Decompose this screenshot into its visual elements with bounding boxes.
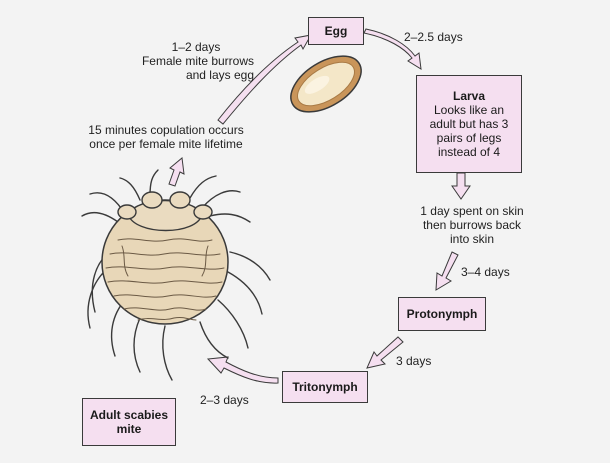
larva-desc-line2: adult but has 3 <box>430 117 509 131</box>
label-adult-to-egg: 1–2 days Female mite burrows and lays eg… <box>126 40 254 82</box>
protonymph-box: Protonymph <box>398 297 486 331</box>
label-copulation-line1: 15 minutes copulation occurs <box>78 123 254 137</box>
arrow-larva-down <box>452 173 470 199</box>
egg-illustration <box>281 45 370 124</box>
label-adult-to-egg-line2: Female mite burrows <box>126 54 254 68</box>
larva-desc-line1: Looks like an <box>434 103 504 117</box>
larva-desc-line3: pairs of legs <box>437 131 502 145</box>
egg-label: Egg <box>325 24 348 38</box>
label-adult-to-egg-line1: 1–2 days <box>126 40 254 54</box>
protonymph-label: Protonymph <box>407 307 478 321</box>
tritonymph-box: Tritonymph <box>282 371 368 403</box>
arrow-to-protonymph <box>436 252 458 290</box>
label-copulation-line2: once per female mite lifetime <box>78 137 254 151</box>
arrow-copulation <box>169 158 184 186</box>
label-copulation: 15 minutes copulation occurs once per fe… <box>78 123 254 151</box>
larva-desc-line4: instead of 4 <box>438 145 500 159</box>
adult-mite-illustration <box>82 170 270 380</box>
label-larva-skin: 1 day spent on skin then burrows back in… <box>410 204 534 246</box>
adult-label-line1: Adult scabies <box>90 408 168 422</box>
label-larva-skin-line3: into skin <box>410 232 534 246</box>
adult-label-line2: mite <box>117 422 142 436</box>
label-larva-to-protonymph: 3–4 days <box>461 265 510 279</box>
label-protonymph-to-tritonymph: 3 days <box>396 354 431 368</box>
label-tritonymph-to-adult: 2–3 days <box>200 393 249 407</box>
arrow-tritonymph-to-adult <box>208 357 278 383</box>
larva-box: Larva Looks like an adult but has 3 pair… <box>416 75 522 173</box>
tritonymph-label: Tritonymph <box>292 380 357 394</box>
larva-title: Larva <box>453 89 485 103</box>
adult-box: Adult scabies mite <box>82 398 176 446</box>
egg-box: Egg <box>308 17 364 45</box>
label-larva-skin-line2: then burrows back <box>410 218 534 232</box>
label-egg-to-larva: 2–2.5 days <box>404 30 463 44</box>
label-larva-skin-line1: 1 day spent on skin <box>410 204 534 218</box>
label-adult-to-egg-line3: and lays egg <box>126 68 254 82</box>
